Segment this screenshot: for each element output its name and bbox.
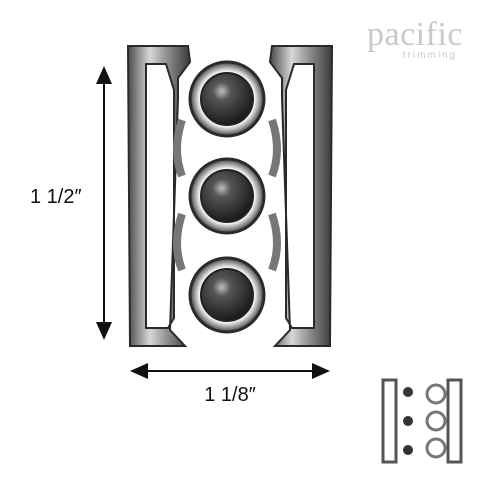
- brand-logo: pacific trimming: [356, 16, 474, 62]
- width-label: 1 1/8″: [204, 384, 256, 406]
- buckle-main: [126, 45, 334, 347]
- bead-bottom: [188, 256, 266, 334]
- width-arrow: [130, 363, 330, 379]
- brand-name: pacific: [367, 16, 463, 53]
- bead-middle: [188, 157, 266, 235]
- brand-tagline: trimming: [402, 50, 458, 61]
- bead-top: [188, 60, 266, 138]
- height-arrow: [96, 66, 112, 340]
- buckle-thumbnail: [381, 378, 463, 464]
- height-label: 1 1/2″: [30, 186, 82, 208]
